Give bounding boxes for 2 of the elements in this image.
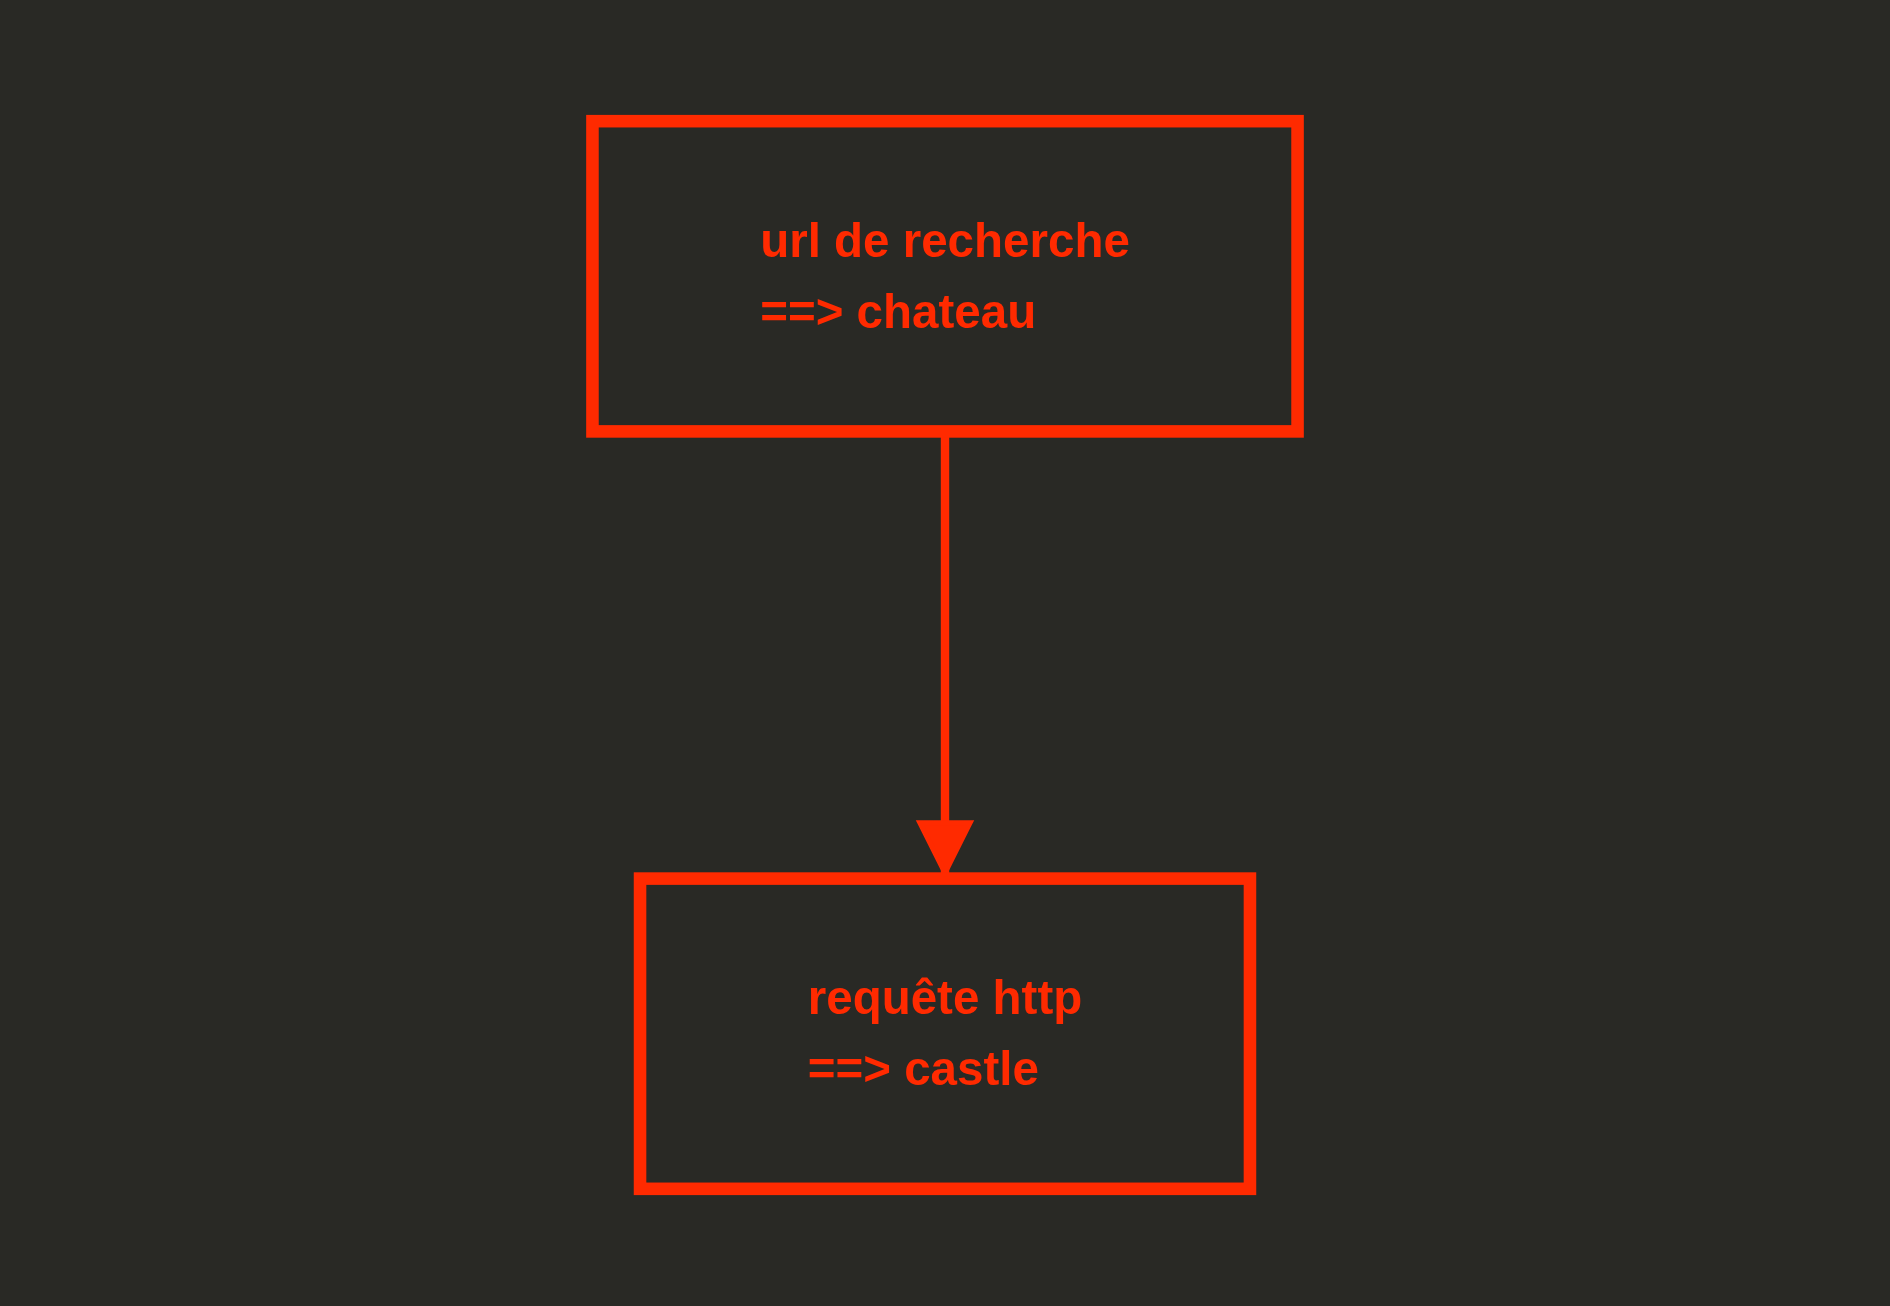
node-box: url de recherche ==> chateau <box>586 114 1304 438</box>
node-box: requête http ==> castle <box>633 872 1257 1196</box>
